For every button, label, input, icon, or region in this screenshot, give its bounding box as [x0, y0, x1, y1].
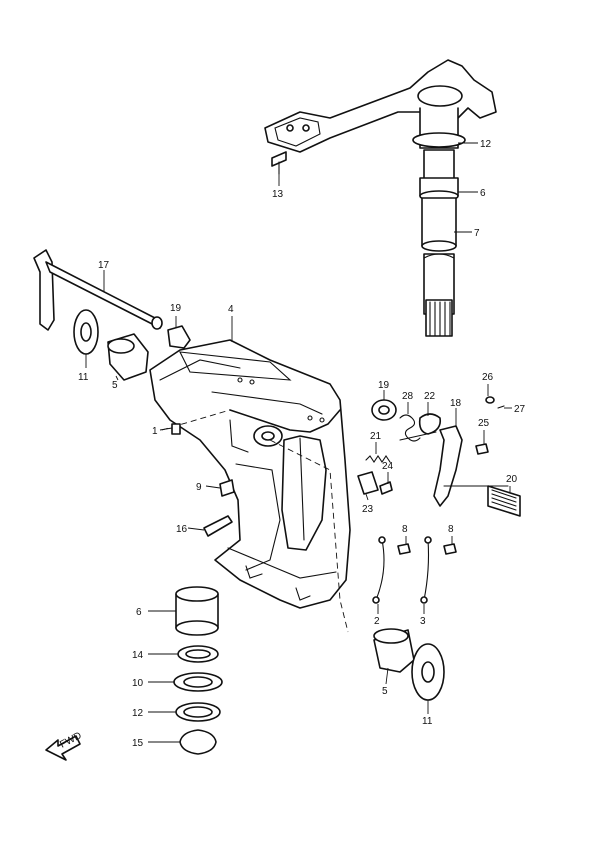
pin-27 [497, 405, 505, 409]
washer-12-top [412, 132, 466, 148]
bracket-16 [203, 515, 233, 537]
spring-21 [365, 455, 391, 463]
callout-10: 10 [132, 678, 144, 689]
bolt-9 [219, 479, 235, 497]
grease-nipple-1 [171, 423, 181, 435]
nut-25 [475, 443, 489, 455]
callout-3: 3 [420, 616, 426, 627]
callout-23: 23 [362, 504, 374, 515]
callout-7: 7 [474, 228, 480, 239]
pad-20 [487, 485, 521, 517]
callout-24: 24 [382, 461, 394, 472]
callout-28: 28 [402, 391, 414, 402]
bushing-6-lower [175, 586, 219, 636]
bolt-13 [271, 151, 287, 175]
bushing-5-right [373, 628, 415, 673]
callout-6-lower: 6 [136, 607, 142, 618]
leader-lines [85, 142, 512, 743]
callout-16: 16 [176, 524, 188, 535]
spring-28 [399, 414, 421, 442]
callout-6-top: 6 [480, 188, 486, 199]
callout-numbers: 12 6 7 13 17 19 4 11 5 1 19 28 22 18 26 … [78, 139, 526, 749]
tilt-tube-17 [33, 249, 163, 331]
callout-19-right: 19 [378, 380, 390, 391]
callout-8-right: 8 [448, 524, 454, 535]
fwd-arrow-icon: FWD [45, 730, 84, 761]
callout-27: 27 [514, 404, 526, 415]
callout-9: 9 [196, 482, 202, 493]
callout-21: 21 [370, 431, 382, 442]
washer-14 [177, 645, 219, 663]
callout-26: 26 [482, 372, 494, 383]
washer-11-left [73, 309, 99, 355]
callout-20: 20 [506, 474, 518, 485]
steering-arm [264, 59, 497, 153]
bolt-8-right [443, 543, 457, 555]
callout-5-right: 5 [382, 686, 388, 697]
washer-12-lower [175, 702, 221, 722]
callout-22: 22 [424, 391, 436, 402]
callout-8-left: 8 [402, 524, 408, 535]
snap-ring-15 [179, 729, 217, 755]
dash-leader-axis [269, 439, 349, 633]
bushing-5-left [107, 333, 149, 381]
callout-25: 25 [478, 418, 490, 429]
swivel-bracket-4 [149, 339, 351, 609]
bushing-7 [421, 197, 457, 247]
callout-2: 2 [374, 616, 380, 627]
ground-wire-3 [420, 536, 432, 604]
callout-4: 4 [228, 304, 234, 315]
callout-13: 13 [272, 189, 284, 200]
callout-17: 17 [98, 260, 110, 271]
callout-19-left: 19 [170, 303, 182, 314]
callout-12-lower: 12 [132, 708, 144, 719]
bolt-8-left [397, 543, 411, 555]
callout-15: 15 [132, 738, 144, 749]
callout-11-right: 11 [422, 716, 433, 727]
ground-wire-2 [372, 536, 386, 604]
washer-26 [485, 396, 495, 404]
bushing-19-left [167, 325, 191, 349]
washer-11-right [411, 643, 445, 701]
callout-1: 1 [152, 426, 158, 437]
lever-18 [433, 425, 509, 507]
bushing-19-right [371, 399, 397, 421]
callout-18: 18 [450, 398, 462, 409]
washer-10 [173, 672, 223, 692]
callout-11-left: 11 [78, 372, 89, 383]
callout-14: 14 [132, 650, 144, 661]
plate-23 [357, 471, 379, 495]
steering-shaft [412, 107, 466, 337]
callout-5-left: 5 [112, 380, 118, 391]
screw-24 [379, 481, 393, 495]
callout-12-top: 12 [480, 139, 492, 150]
clip-22 [399, 413, 442, 441]
